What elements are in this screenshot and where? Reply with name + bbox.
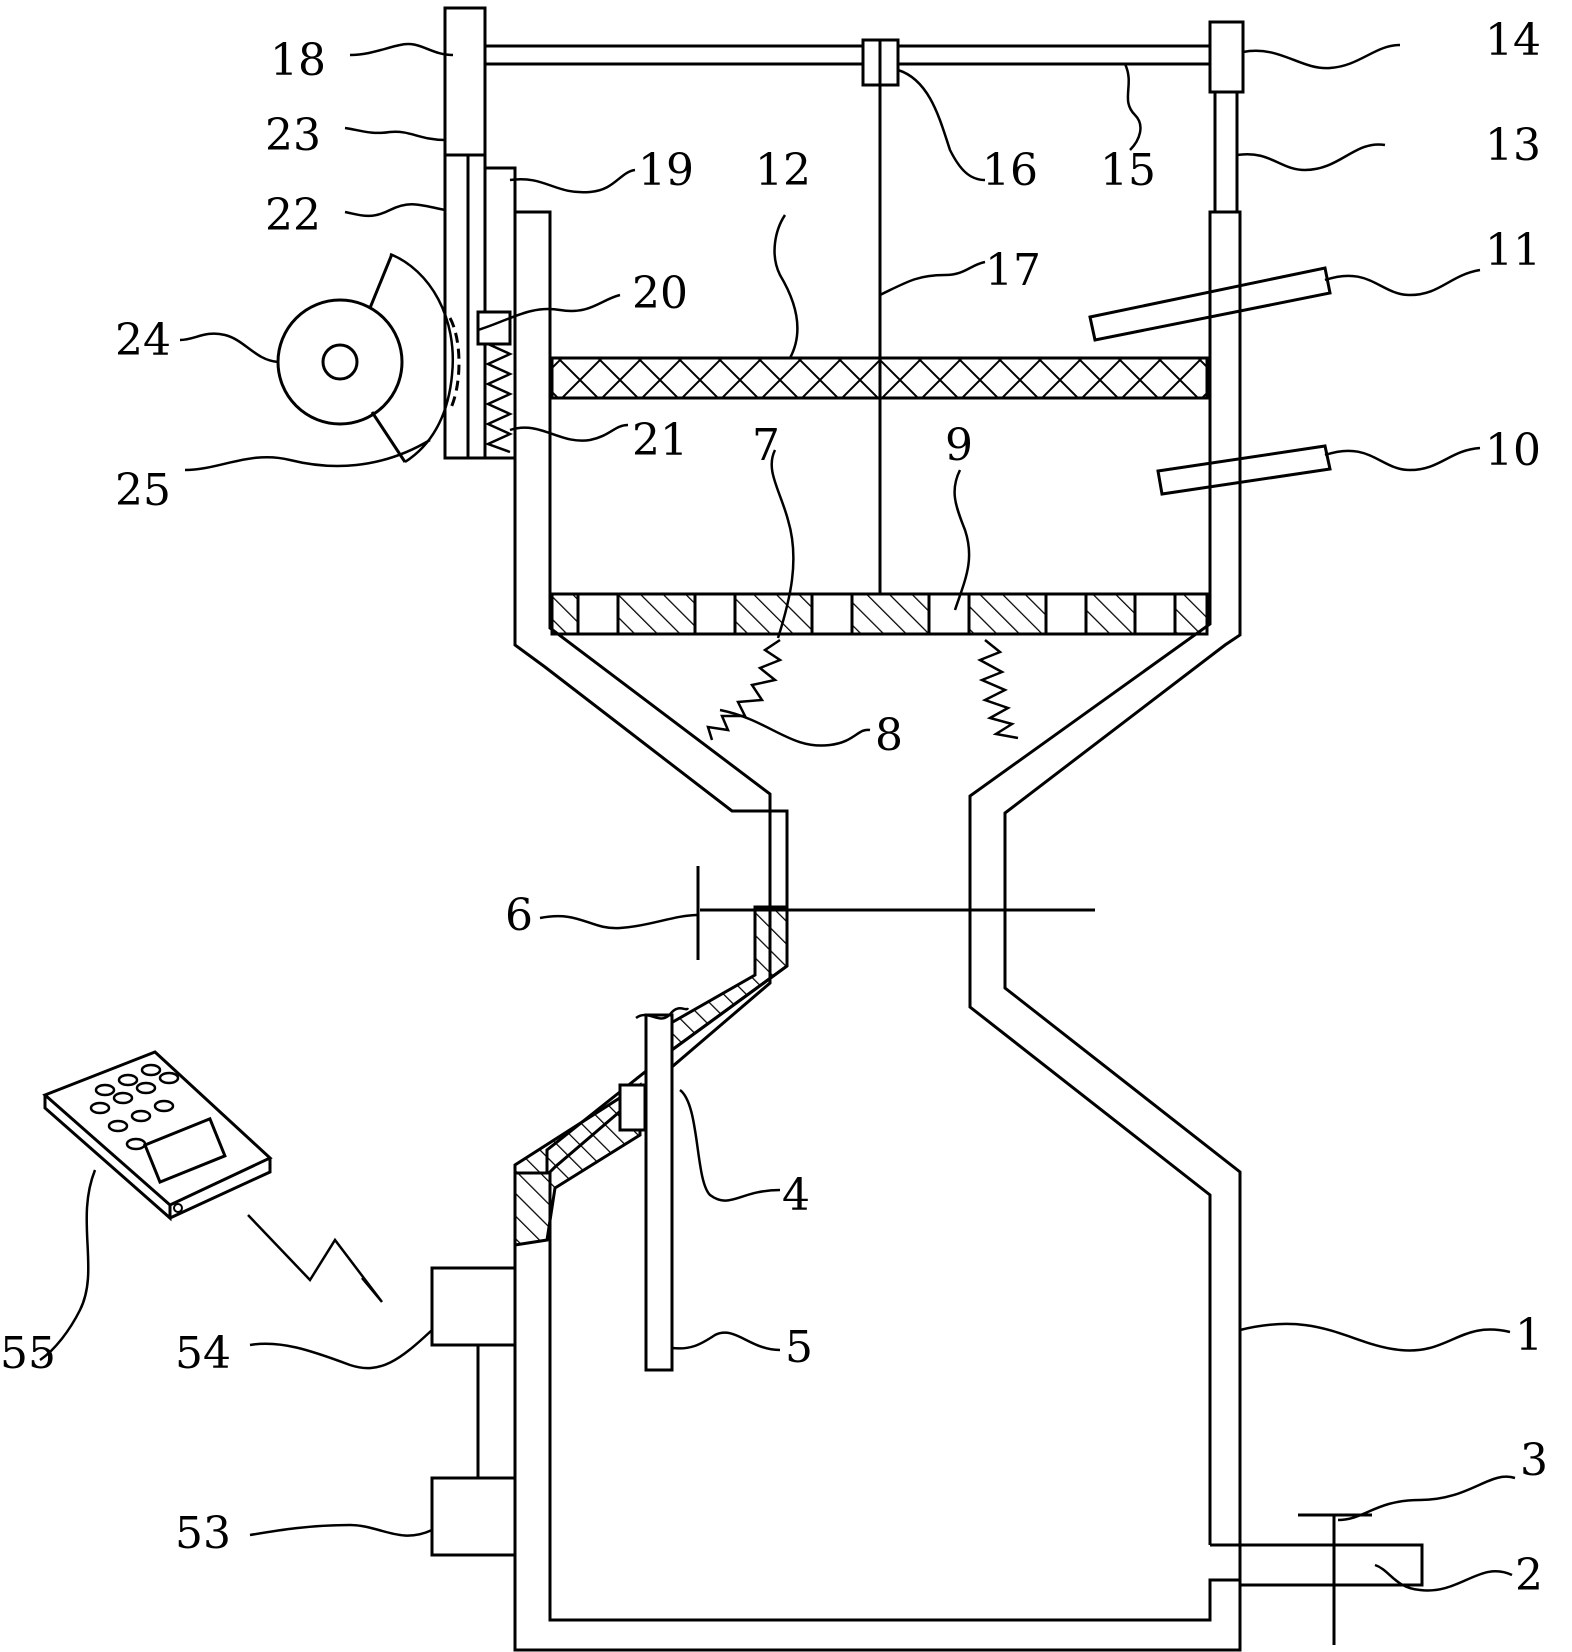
rotating-disc xyxy=(276,252,461,464)
callout-6: 6 xyxy=(505,890,533,941)
callout-20: 20 xyxy=(632,268,688,319)
callout-21: 21 xyxy=(632,415,688,466)
callout-11: 11 xyxy=(1485,225,1541,276)
inlet-tube xyxy=(635,1007,690,1372)
remote-control xyxy=(42,1050,273,1222)
callout-7: 7 xyxy=(752,420,780,471)
callout-19: 19 xyxy=(638,145,694,196)
callout-24: 24 xyxy=(115,315,171,366)
callout-5: 5 xyxy=(785,1322,813,1373)
side-pipe-lower xyxy=(1156,444,1332,496)
callout-25: 25 xyxy=(115,465,171,516)
outlet-valve xyxy=(1298,1513,1372,1645)
callout-16: 16 xyxy=(982,145,1038,196)
tank-body xyxy=(513,210,1424,1652)
perforated-plate xyxy=(550,592,1209,636)
callout-23: 23 xyxy=(265,110,321,161)
callout-8: 8 xyxy=(875,710,903,761)
wireless-signal-icon xyxy=(247,1214,383,1303)
callout-22: 22 xyxy=(265,190,321,241)
callout-55: 55 xyxy=(0,1328,56,1379)
callout-12: 12 xyxy=(755,145,811,196)
callout-labels: 1 2 3 4 5 6 7 8 9 10 11 12 13 14 15 16 1… xyxy=(0,15,1548,1601)
callout-1: 1 xyxy=(1515,1310,1543,1361)
horizontal-shaft xyxy=(696,866,1095,960)
callout-14: 14 xyxy=(1485,15,1541,66)
callout-13: 13 xyxy=(1485,120,1541,171)
callout-18: 18 xyxy=(270,35,326,86)
callout-53: 53 xyxy=(175,1508,231,1559)
callout-17: 17 xyxy=(985,245,1041,296)
side-pipe-upper xyxy=(1088,266,1332,342)
callout-3: 3 xyxy=(1520,1435,1548,1486)
callout-15: 15 xyxy=(1100,145,1156,196)
callout-54: 54 xyxy=(175,1328,231,1379)
controller-units xyxy=(430,1266,517,1557)
guide-assembly xyxy=(443,6,517,460)
callout-4: 4 xyxy=(782,1170,810,1221)
callout-2: 2 xyxy=(1515,1550,1543,1601)
callout-9: 9 xyxy=(945,420,973,471)
support-springs xyxy=(706,638,1019,741)
callout-10: 10 xyxy=(1485,425,1541,476)
leader-lines xyxy=(39,42,1516,1592)
